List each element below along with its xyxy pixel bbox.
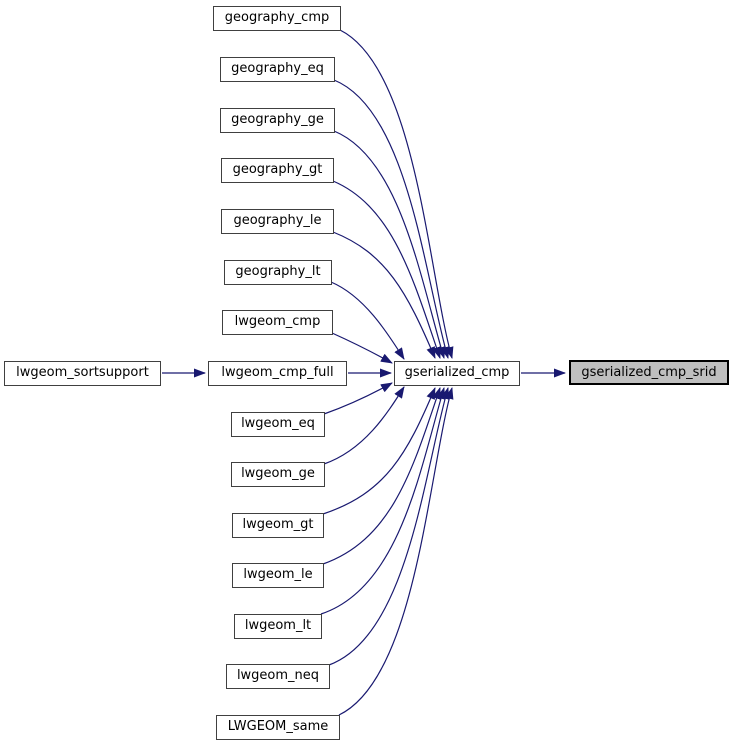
node-gserialized-cmp[interactable]: gserialized_cmp: [394, 361, 520, 386]
edge-lwgeom-gt-to-gserialized-cmp: [322, 387, 436, 515]
node-lwgeom-lt[interactable]: lwgeom_lt: [234, 614, 322, 639]
node-lwgeom-le[interactable]: lwgeom_le: [232, 563, 324, 588]
node-geography-gt[interactable]: geography_gt: [221, 158, 334, 183]
edge-lwgeom-ge-to-gserialized-cmp: [323, 386, 405, 465]
node-geography-le[interactable]: geography_le: [221, 209, 334, 234]
node-lwgeom-eq[interactable]: lwgeom_eq: [231, 412, 325, 437]
edge-geography-gt-to-gserialized-cmp: [332, 180, 441, 359]
edge-geography-ge-to-gserialized-cmp: [333, 130, 446, 359]
edge-lwgeom-same-to-gserialized-cmp: [338, 387, 454, 716]
edge-geography-lt-to-gserialized-cmp: [330, 281, 405, 360]
node-gserialized-cmp-srid: gserialized_cmp_srid: [569, 360, 729, 385]
edge-lwgeom-lt-to-gserialized-cmp: [320, 387, 446, 615]
node-lwgeom-ge[interactable]: lwgeom_ge: [231, 462, 325, 487]
node-lwgeom-neq[interactable]: lwgeom_neq: [226, 664, 330, 689]
edge-lwgeom-eq-to-gserialized-cmp: [323, 382, 393, 415]
node-geography-ge[interactable]: geography_ge: [220, 108, 335, 133]
edge-geography-cmp-to-gserialized-cmp: [339, 29, 454, 359]
node-geography-eq[interactable]: geography_eq: [220, 57, 335, 82]
node-lwgeom-sortsupport[interactable]: lwgeom_sortsupport: [4, 361, 161, 386]
node-lwgeom-same[interactable]: LWGEOM_same: [216, 715, 340, 740]
edge-geography-le-to-gserialized-cmp: [332, 231, 436, 359]
node-geography-lt[interactable]: geography_lt: [224, 260, 332, 285]
edge-lwgeom-le-to-gserialized-cmp: [322, 387, 441, 565]
edge-lwgeom-cmp-to-gserialized-cmp: [331, 332, 393, 364]
node-lwgeom-gt[interactable]: lwgeom_gt: [232, 513, 324, 538]
edge-geography-eq-to-gserialized-cmp: [333, 79, 450, 359]
node-lwgeom-cmp-full[interactable]: lwgeom_cmp_full: [208, 361, 347, 386]
node-geography-cmp[interactable]: geography_cmp: [213, 6, 341, 31]
edge-lwgeom-neq-to-gserialized-cmp: [328, 387, 450, 666]
node-lwgeom-cmp[interactable]: lwgeom_cmp: [222, 310, 333, 335]
